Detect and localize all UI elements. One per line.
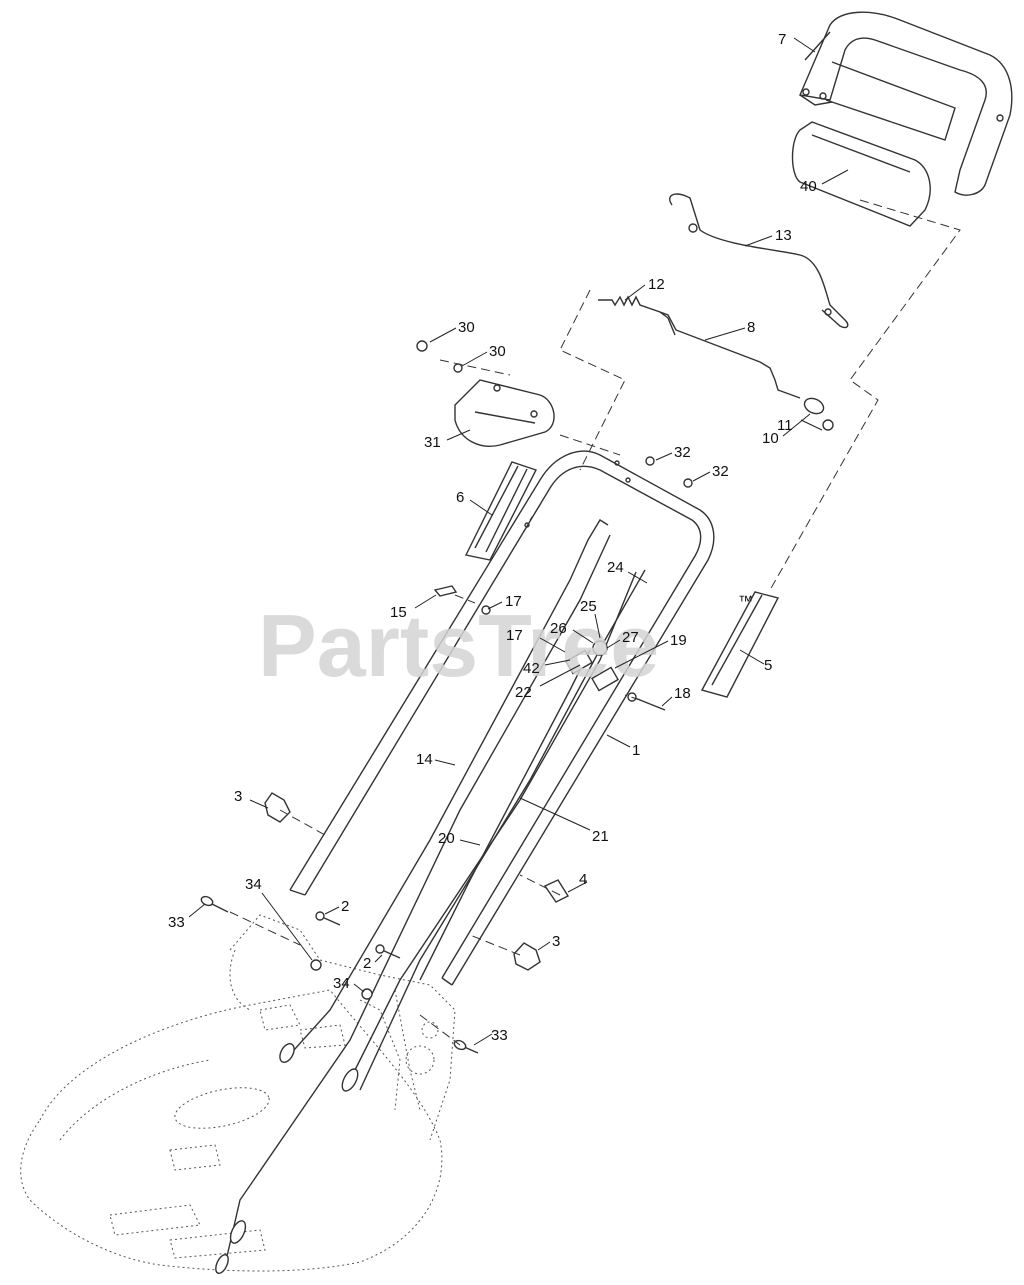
callout-label: 32 xyxy=(674,444,691,461)
callout-label: 20 xyxy=(438,830,455,847)
nut-parts xyxy=(645,456,693,488)
callout-label: 3 xyxy=(234,788,242,805)
callout-label: 24 xyxy=(607,559,624,576)
callout-label: 6 xyxy=(456,489,464,506)
callout-label: 5 xyxy=(764,657,772,674)
callout-label: 25 xyxy=(580,598,597,615)
callout-labels: 7 40 13 12 8 30 30 31 10 11 32 32 6 24 1… xyxy=(168,31,817,1044)
mower-deck xyxy=(20,914,456,1272)
top-grip-part xyxy=(799,11,1013,196)
callout-label: 2 xyxy=(363,955,371,972)
cable-clip-left xyxy=(464,461,537,561)
callout-label: 7 xyxy=(778,31,786,48)
callout-label: 42 xyxy=(523,660,540,677)
callout-label: 15 xyxy=(390,604,407,621)
callout-label: 19 xyxy=(670,632,687,649)
callout-label: 22 xyxy=(515,684,532,701)
callout-label: 27 xyxy=(622,629,639,646)
grip-insert-part xyxy=(791,121,931,227)
upper-handle-part xyxy=(289,450,715,986)
callout-label: 40 xyxy=(800,178,817,195)
callout-label: 12 xyxy=(648,276,665,293)
callout-label: 8 xyxy=(747,319,755,336)
callout-label: 30 xyxy=(489,343,506,360)
callout-label: 32 xyxy=(712,463,729,480)
assembly-lines xyxy=(229,199,961,1046)
callout-label: 33 xyxy=(491,1027,508,1044)
callout-label: 1 xyxy=(632,742,640,759)
watermark-text: PartsTree xyxy=(258,596,659,695)
callout-label: 10 xyxy=(762,430,779,447)
callout-label: 14 xyxy=(416,751,433,768)
callout-leaders xyxy=(188,37,849,1046)
callout-label: 33 xyxy=(168,914,185,931)
callout-label: 34 xyxy=(333,975,350,992)
callout-label: 17 xyxy=(505,593,522,610)
callout-label: 3 xyxy=(552,933,560,950)
callout-label: 26 xyxy=(550,620,567,637)
callout-label: 17 xyxy=(506,627,523,644)
callout-label: 31 xyxy=(424,434,441,451)
callout-label: 18 xyxy=(674,685,691,702)
callout-label: 34 xyxy=(245,876,262,893)
bail-part xyxy=(669,193,849,329)
cable-clip-right xyxy=(700,591,780,698)
callout-label: 4 xyxy=(579,871,587,888)
callout-label: 30 xyxy=(458,319,475,336)
hardware-parts xyxy=(200,585,666,1054)
spring-rod-part xyxy=(598,295,834,431)
bracket-part xyxy=(416,340,555,447)
callout-label: 11 xyxy=(777,417,793,434)
trademark-mark: ™ xyxy=(738,593,753,610)
callout-label: 13 xyxy=(775,227,792,244)
callout-label: 2 xyxy=(341,898,349,915)
callout-label: 21 xyxy=(592,828,609,845)
